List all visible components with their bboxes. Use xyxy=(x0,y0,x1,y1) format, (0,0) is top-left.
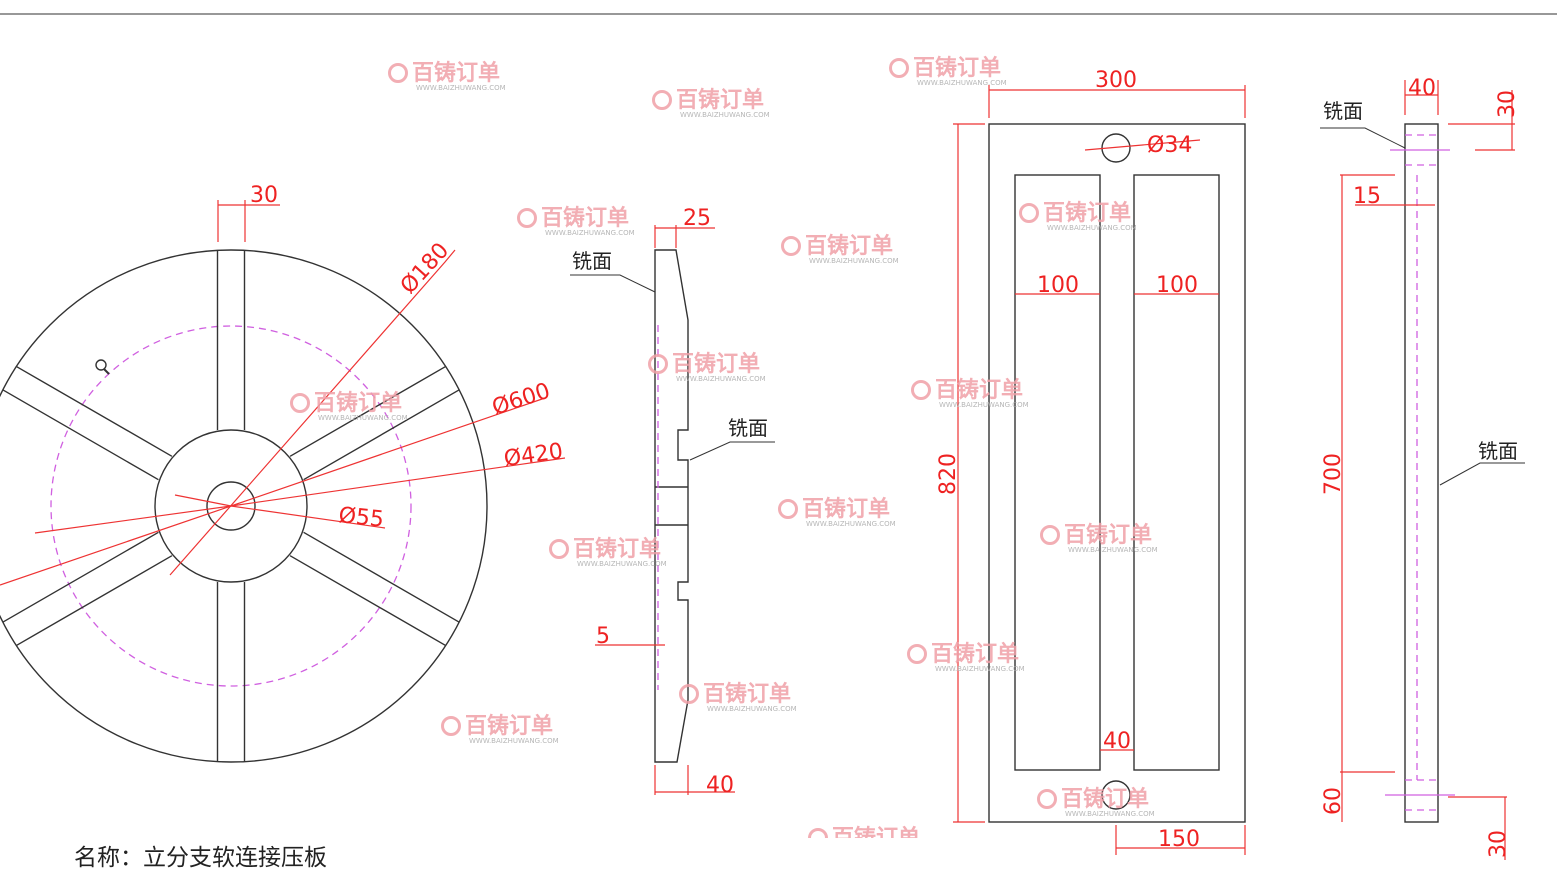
label-milled-face: 铣面 xyxy=(572,249,612,273)
dim-width: 300 xyxy=(1095,68,1137,93)
dim-d55: Ø55 xyxy=(337,503,385,533)
dim-top-offset: 30 xyxy=(1495,90,1520,118)
dim-thickness: 40 xyxy=(1408,76,1436,101)
outer-circle xyxy=(0,249,488,763)
dim-top-thickness: 25 xyxy=(683,206,711,231)
magnifier-icon xyxy=(95,359,110,375)
hub-circle xyxy=(154,429,308,583)
front-view: 300 Ø34 100 100 820 40 150 xyxy=(936,68,1246,855)
dim-slot-right: 100 xyxy=(1156,273,1198,298)
dim-bottom-thickness: 40 xyxy=(706,773,734,798)
dim-height: 820 xyxy=(936,453,961,495)
bore-circle xyxy=(206,481,256,531)
side-view: 25 铣面 铣面 5 40 xyxy=(570,206,775,798)
dim-length: 700 xyxy=(1321,453,1346,495)
disc-view: 30 Ø180 Ø600 Ø420 Ø55 xyxy=(0,183,566,763)
dim-groove-depth: 5 xyxy=(596,624,610,649)
dim-step: 15 xyxy=(1353,184,1381,209)
dim-bottom-30: 30 xyxy=(1486,830,1511,858)
spokes xyxy=(2,250,460,762)
watermark: 百铸订单 xyxy=(808,820,920,838)
label-milled-face: 铣面 xyxy=(1323,99,1363,123)
dim-bottom-offset: 60 xyxy=(1321,787,1346,815)
slot-right xyxy=(1133,174,1220,771)
drawing-title: 名称：立分支软连接压板 xyxy=(74,845,327,871)
disc-dimension-lines xyxy=(0,200,566,586)
dim-d600: Ø600 xyxy=(489,379,553,421)
slot-left xyxy=(1014,174,1101,771)
dim-bottom-width: 150 xyxy=(1158,827,1200,852)
label-milled-face: 铣面 xyxy=(1478,439,1518,463)
bolt-circle-dashed xyxy=(50,325,412,687)
label-milled-face: 铣面 xyxy=(728,416,768,440)
dim-d420: Ø420 xyxy=(502,439,564,472)
right-view: 40 30 铣面 15 700 铣面 60 30 xyxy=(1320,76,1525,860)
dim-d180: Ø180 xyxy=(396,238,454,299)
dim-slot-left: 100 xyxy=(1037,273,1079,298)
dim-gap: 40 xyxy=(1103,729,1131,754)
hole-bottom xyxy=(1101,780,1131,810)
dim-hole: Ø34 xyxy=(1147,133,1192,158)
dim-spoke-width: 30 xyxy=(250,183,278,208)
